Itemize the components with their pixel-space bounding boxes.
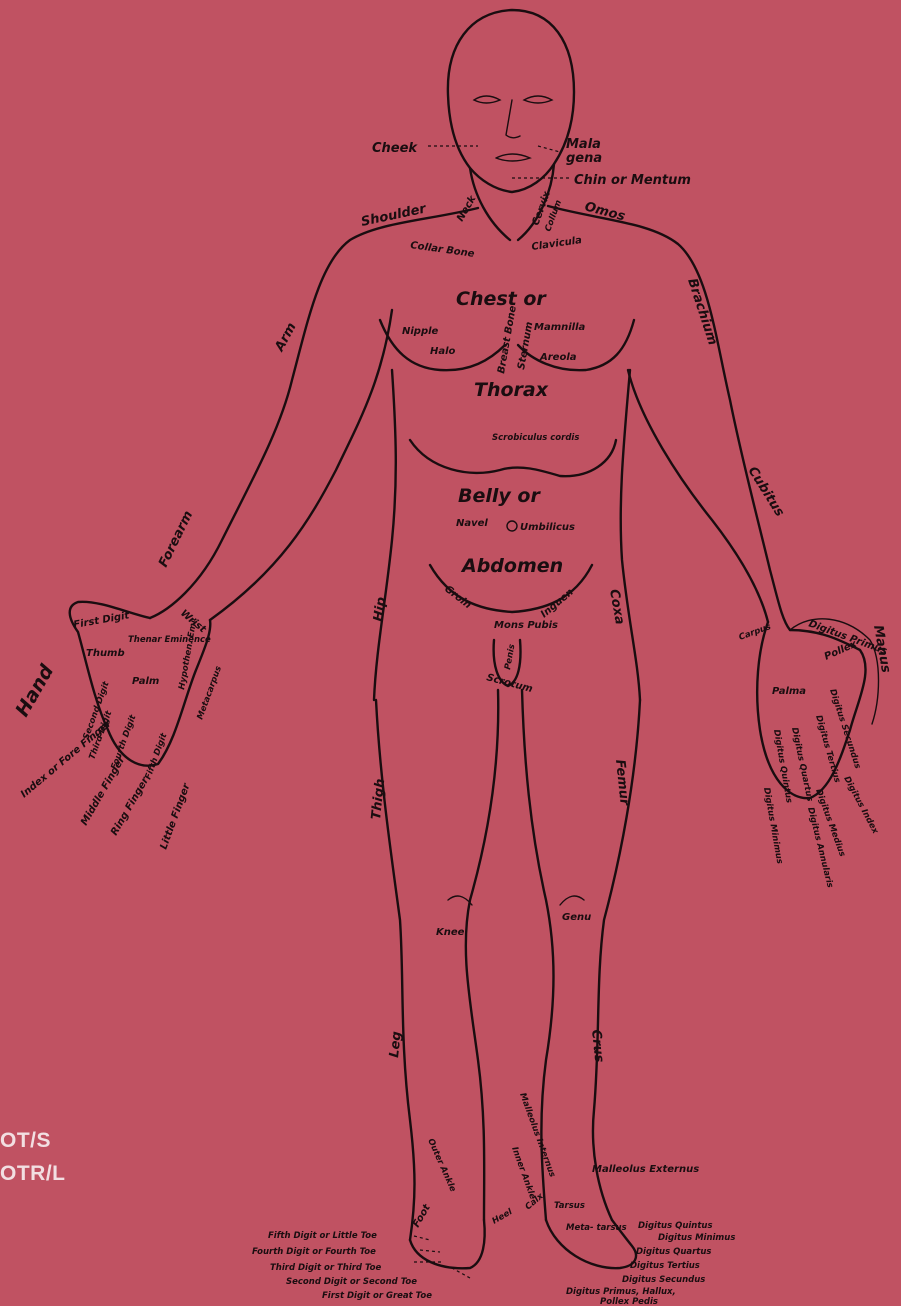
label-umbilicus: Umbilicus <box>520 522 575 533</box>
label-first-digit: First Digit <box>73 610 132 631</box>
pointer-lines <box>414 146 572 1278</box>
label-ds-foot: Digitus Secundus <box>622 1275 705 1285</box>
label-breast-bone: Breast Bone <box>496 305 519 375</box>
left-eye <box>474 96 500 103</box>
credit-line-1: OT/S <box>0 1124 66 1157</box>
credit-block: OT/S OTR/L <box>0 1124 66 1190</box>
label-cheek: Cheek <box>372 141 418 156</box>
right-eye <box>524 96 552 103</box>
label-dp-foot: Digitus Primus, Hallux, <box>566 1287 676 1297</box>
left-torso-side <box>374 370 396 700</box>
label-carpus: Carpus <box>738 622 773 643</box>
label-genu: Genu <box>562 912 591 923</box>
label-dq-foot: Digitus Quintus <box>638 1221 713 1231</box>
label-penis: Penis <box>503 643 517 670</box>
label-arm: Arm <box>272 320 300 354</box>
credit-line-2: OTR/L <box>0 1157 66 1190</box>
label-metatarsus: Meta- tarsus <box>566 1223 627 1233</box>
label-navel: Navel <box>456 518 488 529</box>
label-abdomen: Abdomen <box>460 555 563 577</box>
label-toe2: Second Digit or Second Toe <box>286 1277 417 1287</box>
mala-pointer <box>538 146 560 152</box>
label-metacarpus: Metacarpus <box>195 665 224 721</box>
label-leg: Leg <box>387 1031 405 1059</box>
left-inner-arm <box>210 310 392 620</box>
label-tarsus: Tarsus <box>554 1201 585 1211</box>
label-inner-ankle: Inner Ankle <box>509 1146 537 1201</box>
left-leg-inner <box>466 690 498 1220</box>
label-coxa: Coxa <box>606 588 627 626</box>
label-hypothenar: Hypothen. Emi. <box>177 616 200 690</box>
right-inner-arm <box>628 370 768 622</box>
label-ring-finger: Ring Finger <box>109 775 152 838</box>
label-areola: Areola <box>539 352 577 363</box>
label-dquart-foot: Digitus Quartus <box>636 1247 711 1257</box>
label-brachium: Brachium <box>684 277 720 348</box>
label-scrotum: Scrotum <box>485 672 534 695</box>
label-knee: Knee <box>436 927 465 938</box>
mouth <box>496 154 530 161</box>
label-thumb: Thumb <box>86 648 125 659</box>
label-mamilla: Mamnilla <box>534 322 586 333</box>
label-digitus-quartus: Digitus Quartus <box>789 727 814 803</box>
label-dt-foot: Digitus Tertius <box>630 1261 700 1271</box>
right-knee <box>560 896 584 905</box>
label-omos: Omos <box>583 199 627 224</box>
label-malleolus-externus: Malleolus Externus <box>592 1164 699 1175</box>
label-chin: Chin or Mentum <box>574 173 691 188</box>
label-toe1: First Digit or Great Toe <box>322 1291 432 1301</box>
label-toe4: Fourth Digit or Fourth Toe <box>252 1247 376 1257</box>
left-neck <box>470 168 510 240</box>
label-dm-foot: Digitus Minimus <box>658 1233 735 1243</box>
label-inguen: Inguen <box>539 587 576 621</box>
label-groin: Groin <box>442 584 473 611</box>
label-palm: Palm <box>132 676 159 687</box>
labels: Cheek Mala gena Chin or Mentum Shoulder … <box>11 137 893 1306</box>
label-fifth-digit: Fifth Digit <box>143 731 169 781</box>
label-mons-pubis: Mons Pubis <box>494 620 558 631</box>
label-palma: Palma <box>772 686 806 697</box>
label-outer-ankle: Outer Ankle <box>425 1137 458 1194</box>
label-little-finger: Little Finger <box>158 781 192 851</box>
label-gena: gena <box>566 151 602 166</box>
ribcage <box>410 440 616 476</box>
label-mala: Mala <box>566 137 601 152</box>
label-crus: Crus <box>588 1029 606 1064</box>
right-torso-side <box>621 370 640 700</box>
label-thenar: Thenar Eminence <box>128 635 211 645</box>
label-halo: Halo <box>430 346 456 357</box>
right-shoulder-arm <box>548 206 790 630</box>
label-digitus-minimus: Digitus Minimus <box>761 787 784 865</box>
label-belly: Belly or <box>458 485 541 507</box>
label-nipple: Nipple <box>402 326 439 337</box>
left-shoulder-arm <box>150 208 478 618</box>
label-toe3: Third Digit or Third Toe <box>270 1263 382 1273</box>
label-thorax: Thorax <box>474 379 549 401</box>
label-hip: Hip <box>371 596 389 623</box>
label-pollex-pedis: Pollex Pedis <box>600 1297 658 1306</box>
label-digitus-index: Digitus Index <box>841 775 880 836</box>
label-clavicula: Clavicula <box>531 235 583 253</box>
label-digitus-quintus: Digitus Quintus <box>771 729 794 804</box>
label-digitus-tertius: Digitus Tertius <box>813 714 842 784</box>
label-scrobiculus: Scrobiculus cordis <box>492 433 579 443</box>
label-toe5: Fifth Digit or Little Toe <box>268 1231 377 1241</box>
label-femur: Femur <box>612 759 632 808</box>
label-chest: Chest or <box>456 288 547 310</box>
label-collar-bone: Collar Bone <box>410 240 476 260</box>
label-hand: Hand <box>11 661 58 721</box>
nose <box>506 100 520 138</box>
label-heel: Heel <box>491 1207 516 1227</box>
navel-circle <box>507 521 517 531</box>
label-forearm: Forearm <box>156 509 196 570</box>
